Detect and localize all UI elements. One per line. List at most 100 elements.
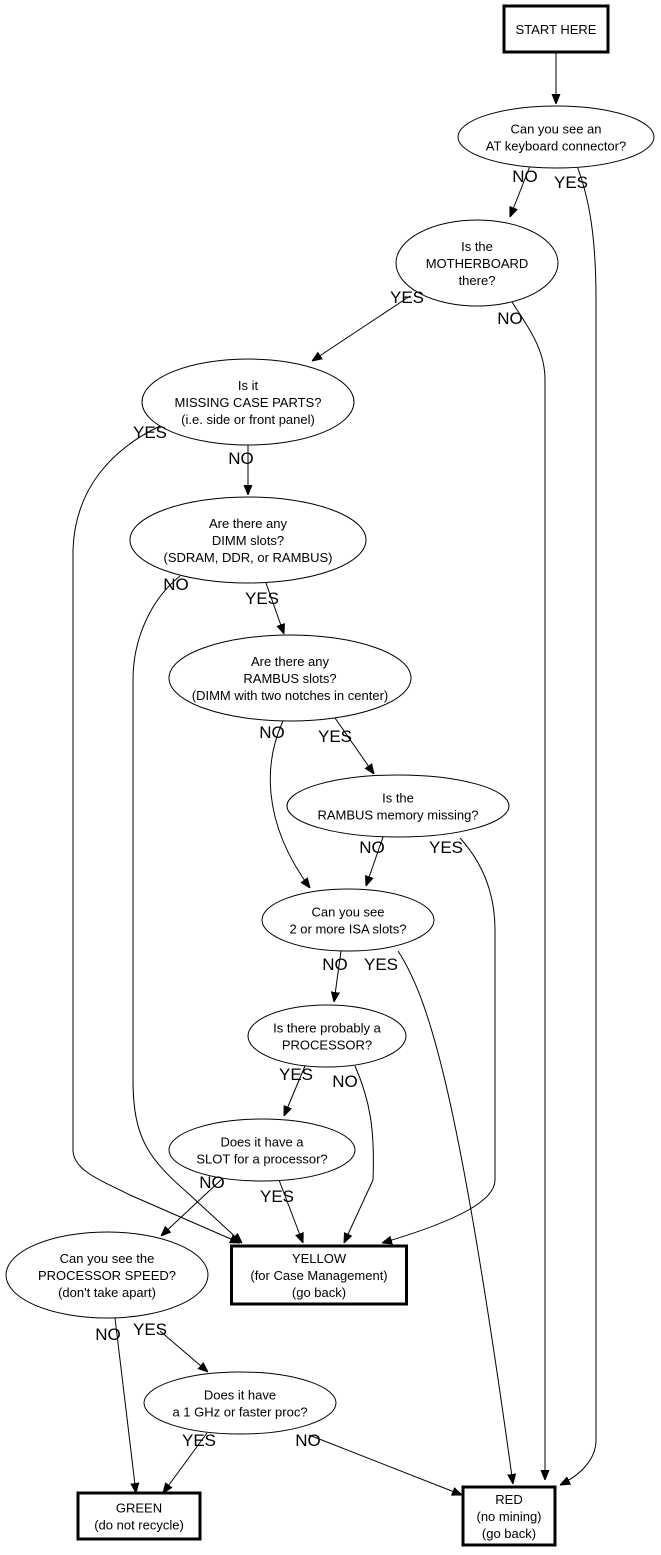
- edge-ghz-to-red: [308, 1434, 462, 1495]
- node-text-line: (SDRAM, DDR, or RAMBUS): [163, 550, 332, 565]
- edge-label-no: NO: [359, 838, 385, 857]
- edge-label-no: NO: [332, 1072, 358, 1091]
- edge-label-yes: YES: [364, 955, 398, 974]
- decision-ellipse: [286, 774, 510, 838]
- edge-label-yes: YES: [245, 589, 279, 608]
- edge-proc-speed-to-green: [114, 1317, 136, 1493]
- decision-ellipse: [129, 496, 367, 584]
- node-text-line: Can you see an: [510, 122, 601, 137]
- node-text-line: Are there any: [251, 654, 330, 669]
- edge-rambus-missing-to-isa-slots: [366, 836, 384, 886]
- node-text-line: Are there any: [209, 516, 288, 531]
- node-ghz: Does it have a 1 GHz or faster proc?: [143, 1371, 337, 1435]
- edge-label-no: NO: [497, 309, 523, 328]
- decision-ellipse: [261, 888, 435, 952]
- node-text-line: Can you see the: [60, 1251, 155, 1266]
- edge-isa-slots-to-processor: [334, 950, 342, 1002]
- edge-processor-to-yellow: [344, 1065, 374, 1243]
- edge-at-keyboard-to-motherboard: [510, 165, 531, 217]
- edge-motherboard-to-red: [511, 301, 545, 1480]
- node-text-line: Is there probably a: [273, 1021, 381, 1036]
- node-at-keyboard: Can you see an AT keyboard connector?: [457, 105, 655, 169]
- node-text-line: (DIMM with two notches in center): [192, 688, 389, 703]
- edge-label-yes: YES: [390, 288, 424, 307]
- node-yellow: YELLOW (for Case Management) (go back): [230, 1244, 408, 1306]
- edge-label-no: NO: [295, 1431, 321, 1450]
- edge-slot-proc-to-yellow: [278, 1179, 303, 1243]
- terminal-box: [230, 1244, 408, 1306]
- decision-ellipse: [168, 1118, 356, 1182]
- node-red: RED (no mining) (go back): [461, 1485, 557, 1547]
- terminal-box: [502, 4, 610, 54]
- node-case-parts: Is it MISSING CASE PARTS? (i.e. side or fr…: [141, 358, 355, 446]
- node-text-line: (go back): [292, 1285, 346, 1300]
- edge-label-yes: YES: [279, 1065, 313, 1084]
- edge-dimm-slots-to-rambus-slots: [265, 582, 284, 634]
- edge-rambus-slots-to-rambus-missing: [334, 717, 374, 774]
- node-text-line: Is the: [382, 791, 414, 806]
- edge-proc-speed-to-ghz: [159, 1330, 208, 1372]
- node-text-line: Does it have a: [220, 1135, 304, 1150]
- edge-label-yes: YES: [429, 838, 463, 857]
- node-text-line: SLOT for a processor?: [196, 1152, 327, 1167]
- edge-label-yes: YES: [260, 1187, 294, 1206]
- decision-ellipse: [247, 1004, 407, 1068]
- node-text-line: (i.e. side or front panel): [181, 412, 315, 427]
- edge-at-keyboard-to-red: [560, 165, 597, 1485]
- decision-ellipse: [168, 634, 412, 722]
- node-text-line: PROCESSOR?: [282, 1038, 372, 1053]
- node-text-line: MOTHERBOARD: [426, 256, 529, 271]
- node-text-line: a 1 GHz or faster proc?: [172, 1405, 307, 1420]
- node-text-line: DIMM slots?: [212, 533, 284, 548]
- node-text-line: (for Case Management): [250, 1268, 387, 1283]
- edge-label-yes: YES: [133, 1320, 167, 1339]
- edge-processor-to-slot-proc: [284, 1065, 306, 1116]
- node-text-line: MISSING CASE PARTS?: [175, 395, 322, 410]
- node-text-line: YELLOW: [292, 1251, 347, 1266]
- edge-slot-proc-to-proc-speed: [161, 1177, 224, 1236]
- node-green: GREEN(do not recycle): [76, 1491, 202, 1541]
- edge-label-no: NO: [512, 167, 538, 186]
- edge-label-no: NO: [259, 723, 285, 742]
- node-text-line: (go back): [482, 1526, 536, 1541]
- node-text-line: GREEN: [116, 1501, 162, 1516]
- node-text-line: RED: [495, 1492, 522, 1507]
- node-slot-proc: Does it have a SLOT for a processor?: [168, 1118, 356, 1182]
- edge-label-no: NO: [95, 1325, 121, 1344]
- node-text-line: 2 or more ISA slots?: [289, 922, 406, 937]
- edge-label-no: NO: [322, 955, 348, 974]
- node-isa-slots: Can you see 2 or more ISA slots?: [261, 888, 435, 952]
- node-text-line: Does it have: [204, 1388, 276, 1403]
- node-text-line: START HERE: [516, 22, 597, 37]
- node-text-line: AT keyboard connector?: [486, 139, 626, 154]
- edge-rambus-missing-to-yellow: [382, 837, 496, 1243]
- decision-ellipse: [395, 219, 559, 307]
- decision-ellipse: [457, 105, 655, 169]
- edge-label-yes: YES: [318, 727, 352, 746]
- terminal-box: [76, 1491, 202, 1541]
- edge-label-no: NO: [199, 1173, 225, 1192]
- edge-label-no: NO: [163, 575, 189, 594]
- node-text-line: Is it: [238, 378, 259, 393]
- node-text-line: there?: [459, 273, 496, 288]
- node-text-line: Can you see: [312, 905, 385, 920]
- decision-ellipse: [141, 358, 355, 446]
- node-text-line: (don't take apart): [58, 1285, 156, 1300]
- edge-isa-slots-to-red: [397, 950, 513, 1484]
- edge-label-yes: YES: [554, 173, 588, 192]
- edge-dimm-slots-to-yellow: [132, 575, 242, 1243]
- edge-case-parts-to-yellow: [72, 425, 240, 1243]
- node-processor: Is there probably a PROCESSOR?: [247, 1004, 407, 1068]
- node-text-line: PROCESSOR SPEED?: [38, 1268, 176, 1283]
- decision-ellipse: [143, 1371, 337, 1435]
- node-text-line: RAMBUS memory missing?: [317, 808, 478, 823]
- node-start: START HERE: [502, 4, 610, 54]
- edge-motherboard-to-case-parts: [312, 295, 411, 361]
- node-text-line: (no mining): [476, 1509, 541, 1524]
